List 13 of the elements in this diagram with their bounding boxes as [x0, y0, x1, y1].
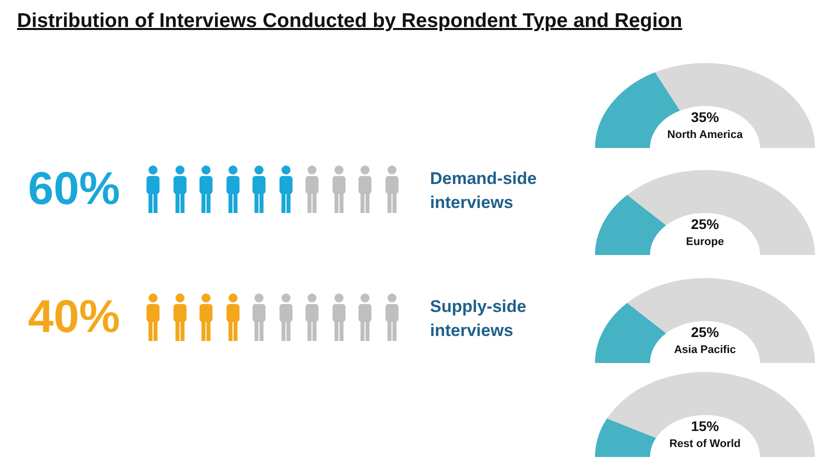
- category-label: Demand-side interviews: [430, 168, 538, 214]
- region-label: Europe: [685, 236, 725, 248]
- region-label: Rest of World: [668, 438, 742, 450]
- percentage-value: 15%: [690, 418, 720, 434]
- percentage-value: 25%: [690, 324, 720, 340]
- percentage-value: 60%: [28, 161, 120, 215]
- percentage-value: 40%: [28, 289, 120, 343]
- region-label: North America: [666, 129, 744, 141]
- percentage-value: 35%: [690, 109, 720, 125]
- percentage-value: 25%: [690, 216, 720, 232]
- category-label: Supply-side interviews: [430, 296, 528, 342]
- chart-title: Distribution of Interviews Conducted by Respondent Type and Region: [17, 10, 682, 33]
- region-label: Asia Pacific: [673, 344, 737, 356]
